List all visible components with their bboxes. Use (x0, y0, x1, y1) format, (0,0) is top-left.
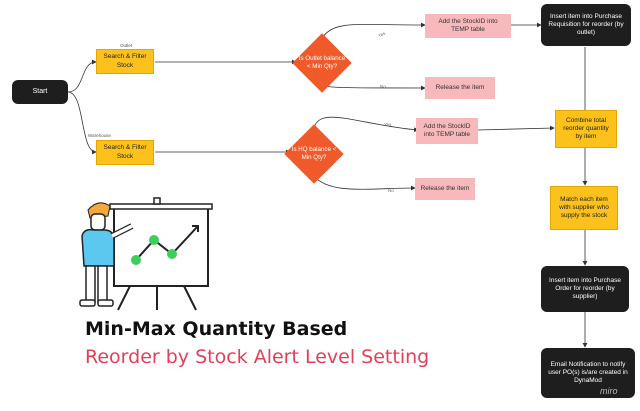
warehouse-label: Warehouse (88, 133, 111, 138)
search-filter-outlet-node[interactable]: Search & Filter Stock (96, 49, 154, 74)
edge-start-outlet (67, 59, 97, 93)
combine-total-node[interactable]: Combine total reorder quantity by item (555, 110, 617, 148)
no2-label: No (388, 188, 394, 193)
release-hq-node[interactable]: Release the item (415, 178, 475, 200)
edge-temp-combine (477, 125, 555, 131)
email-notification-node[interactable]: Email Notification to notify user PO(s) … (541, 348, 635, 398)
miro-watermark: miro (600, 386, 618, 396)
edge-no2 (313, 175, 416, 191)
no1-label: No (380, 84, 386, 89)
outlet-label: Outlet (120, 43, 133, 48)
decision-outlet-text: Is Outlet balance < Min Qty? (298, 55, 346, 70)
insert-purchase-order-node[interactable]: Insert item into Purchase Order for reor… (541, 266, 629, 312)
yes2-label: Yes (384, 122, 392, 127)
edge-yes1 (321, 22, 426, 39)
decision-hq-text: Is HQ balance < Min Qty? (291, 146, 337, 161)
decision-outlet-node[interactable]: Is Outlet balance < Min Qty? (292, 33, 352, 93)
title-line-1: Min-Max Quantity Based (85, 318, 348, 340)
edge-start-warehouse (67, 91, 97, 155)
match-supplier-node[interactable]: Match each item with supplier who supply… (550, 186, 618, 230)
add-temp-outlet-node[interactable]: Add the StockID into TEMP table (425, 14, 511, 38)
presentation-illustration (74, 196, 218, 312)
insert-purchase-requisition-node[interactable]: Insert item into Purchase Requisition fo… (541, 4, 631, 46)
start-node[interactable]: Start (12, 80, 68, 104)
add-temp-hq-node[interactable]: Add the StockID into TEMP table (416, 118, 478, 144)
decision-hq-node[interactable]: Is HQ balance < Min Qty? (284, 124, 344, 184)
search-filter-warehouse-node[interactable]: Search & Filter Stock (96, 140, 154, 165)
release-outlet-node[interactable]: Release the item (425, 77, 495, 99)
edge-yes2 (313, 116, 419, 133)
title-line-2: Reorder by Stock Alert Level Setting (85, 346, 430, 368)
